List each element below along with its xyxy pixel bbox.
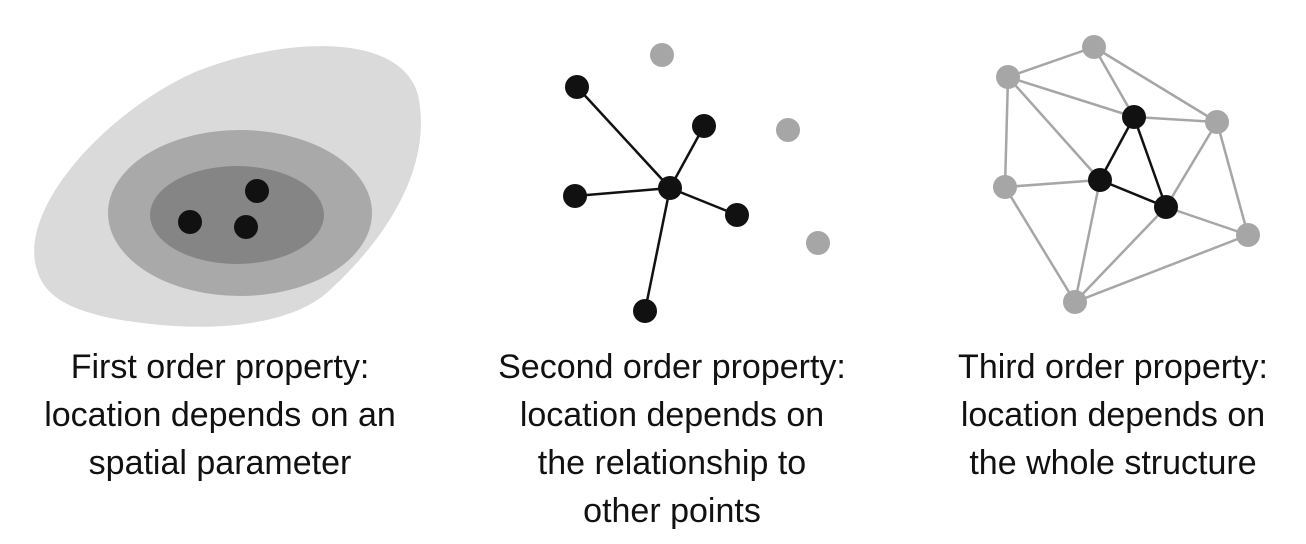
point xyxy=(178,210,202,234)
edge xyxy=(1093,45,1218,124)
caption-line: spatial parameter xyxy=(88,444,352,482)
caption-line: First order property: xyxy=(70,348,370,386)
core-point xyxy=(1154,195,1178,219)
edge xyxy=(669,186,738,217)
caption-line: the relationship to xyxy=(537,444,807,482)
edge xyxy=(1165,205,1249,237)
caption-line: location depends on xyxy=(519,396,825,434)
point xyxy=(633,299,657,323)
core-edge xyxy=(1132,116,1168,208)
edge xyxy=(1073,179,1102,303)
edge xyxy=(1004,178,1101,189)
mesh-point xyxy=(1063,290,1087,314)
caption-line: location depends on an xyxy=(44,396,396,434)
edge xyxy=(1133,115,1218,124)
core-point xyxy=(1122,105,1146,129)
caption-line: location depends on xyxy=(960,396,1266,434)
edge xyxy=(1074,233,1249,304)
edge xyxy=(574,186,671,198)
edge xyxy=(1007,45,1095,79)
point xyxy=(565,75,589,99)
edge xyxy=(1092,46,1136,118)
isolated-point xyxy=(806,231,830,255)
isolated-point xyxy=(776,118,800,142)
core-point xyxy=(1088,168,1112,192)
edge xyxy=(1215,121,1250,236)
inner-intensity-region xyxy=(150,166,324,264)
isolated-point xyxy=(650,43,674,67)
edge xyxy=(1007,75,1135,119)
edge xyxy=(1003,186,1077,303)
edge xyxy=(576,86,671,189)
first-order-caption: First order property: location depends o… xyxy=(20,343,420,487)
caption-line: the whole structure xyxy=(969,444,1257,482)
point xyxy=(245,179,269,203)
point xyxy=(234,215,258,239)
edge xyxy=(1007,76,1101,181)
edge xyxy=(1074,206,1167,303)
mesh-point xyxy=(1236,223,1260,247)
caption-line: Second order property: xyxy=(498,348,846,386)
edge xyxy=(1164,121,1219,208)
mesh-point xyxy=(1082,35,1106,59)
mesh-point xyxy=(996,65,1020,89)
edge xyxy=(643,187,672,312)
third-order-caption: Third order property: location depends o… xyxy=(920,343,1306,487)
second-order-panel xyxy=(563,43,830,323)
caption-line: other points xyxy=(583,492,761,530)
hub-point xyxy=(658,176,682,200)
point xyxy=(725,203,749,227)
point xyxy=(563,184,587,208)
mesh-point xyxy=(1205,110,1229,134)
caption-line: Third order property: xyxy=(958,348,1268,386)
edge xyxy=(1003,76,1010,188)
first-order-panel xyxy=(34,46,421,327)
point xyxy=(692,114,716,138)
third-order-panel xyxy=(993,35,1260,314)
second-order-caption: Second order property: location depends … xyxy=(472,343,872,535)
mesh-point xyxy=(993,175,1017,199)
